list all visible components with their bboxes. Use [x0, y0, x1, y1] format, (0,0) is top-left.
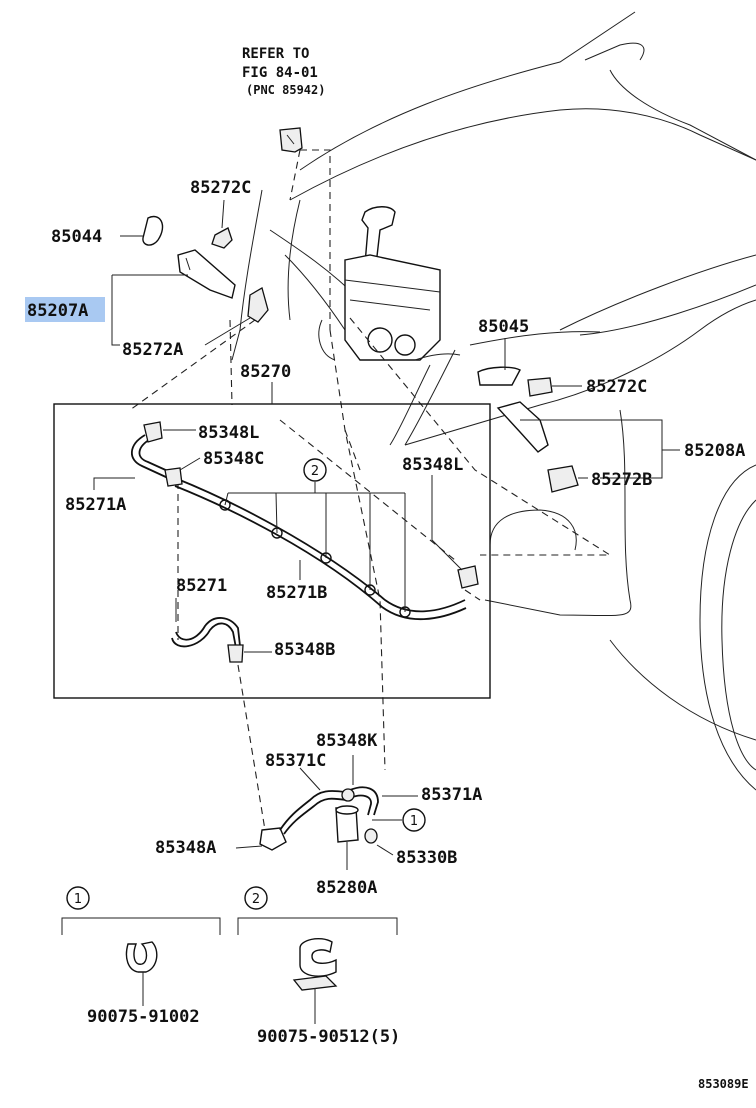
- callout-circle-2-text: 2: [311, 464, 319, 479]
- vehicle-body-outline: [231, 11, 756, 791]
- label-85272C-right[interactable]: 85272C: [586, 377, 647, 397]
- hose-box-frame: [53, 403, 491, 699]
- label-85207A-highlight: [25, 297, 105, 322]
- label-85371C[interactable]: 85371C: [265, 751, 326, 771]
- left-headlamp-washer-group: [111, 199, 269, 346]
- clip-90075-91002: [125, 941, 158, 973]
- label-85371A[interactable]: 85371A: [421, 785, 482, 805]
- label-85348L-right[interactable]: 85348L: [402, 455, 463, 475]
- pump-housing: [367, 327, 393, 353]
- label-85272C-top[interactable]: 85272C: [190, 178, 251, 198]
- joint-85348K: [341, 788, 355, 802]
- label-85044[interactable]: 85044: [51, 227, 102, 247]
- clip-legend: [61, 917, 398, 1024]
- label-85207A[interactable]: 85207A: [27, 301, 88, 321]
- label-85271[interactable]: 85271: [176, 576, 227, 596]
- hose-assembly-box: [53, 382, 491, 699]
- refer-note-line-3: (PNC 85942): [246, 83, 325, 97]
- legend-circle-2: [244, 886, 268, 910]
- pump-section: [235, 755, 418, 870]
- nozzle-85207A: [177, 249, 236, 299]
- label-85271B[interactable]: 85271B: [266, 583, 327, 603]
- joint-85348L-left: [143, 421, 163, 443]
- circled-callouts: 2 1 1 2: [66, 458, 426, 910]
- cap-85045: [477, 366, 521, 386]
- label-90075-91002[interactable]: 90075-91002: [87, 1007, 200, 1027]
- legend-circle-2-text: 2: [252, 892, 260, 907]
- nozzle-85208A: [496, 401, 549, 453]
- bracket-85272C-top: [211, 227, 233, 249]
- legend-circle-1-text: 1: [74, 892, 82, 907]
- cap-85044: [142, 215, 164, 246]
- figure-code: 853089E: [698, 1077, 749, 1091]
- callout-circle-1: [402, 808, 426, 832]
- label-85348B[interactable]: 85348B: [274, 640, 335, 660]
- washer-tank: [344, 206, 461, 361]
- callout-circle-1-text: 1: [410, 814, 418, 829]
- label-85348L-left[interactable]: 85348L: [198, 423, 259, 443]
- bracket-85272B: [547, 465, 579, 493]
- label-85280A[interactable]: 85280A: [316, 878, 377, 898]
- legend-circle-1: [66, 886, 90, 910]
- bracket-85272C-right: [527, 377, 553, 397]
- label-85348K[interactable]: 85348K: [316, 731, 378, 751]
- label-85272B[interactable]: 85272B: [591, 470, 652, 490]
- joint-85348A: [259, 827, 287, 851]
- label-85270[interactable]: 85270: [240, 362, 291, 382]
- hose-clip: [219, 499, 231, 511]
- grommet-85330B: [364, 828, 378, 844]
- label-90075-90512[interactable]: 90075-90512(5): [257, 1027, 400, 1047]
- joint-85348L-right: [457, 565, 479, 589]
- bracket-85272A: [247, 287, 269, 323]
- label-85208A[interactable]: 85208A: [684, 441, 745, 461]
- label-85348C[interactable]: 85348C: [203, 449, 264, 469]
- label-85330B[interactable]: 85330B: [396, 848, 457, 868]
- refer-note: REFER TO FIG 84-01 (PNC 85942): [242, 46, 325, 153]
- right-headlamp-washer-group: [477, 338, 680, 493]
- clip-90075-90512: [299, 938, 337, 977]
- label-85045[interactable]: 85045: [478, 317, 529, 337]
- label-85271A[interactable]: 85271A: [65, 495, 126, 515]
- joint-85348B: [227, 644, 244, 663]
- dashed-guide-lines: [129, 149, 612, 831]
- joint-85348C: [164, 467, 183, 487]
- label-85348A[interactable]: 85348A: [155, 838, 216, 858]
- refer-note-line-1: REFER TO: [242, 46, 309, 62]
- label-85272A[interactable]: 85272A: [122, 340, 183, 360]
- refer-note-line-2: FIG 84-01: [242, 65, 318, 81]
- part-labels: 85272C 85044 85207A 85272A 85270 85045 8…: [25, 178, 749, 1091]
- callout-circle-2: [303, 458, 327, 482]
